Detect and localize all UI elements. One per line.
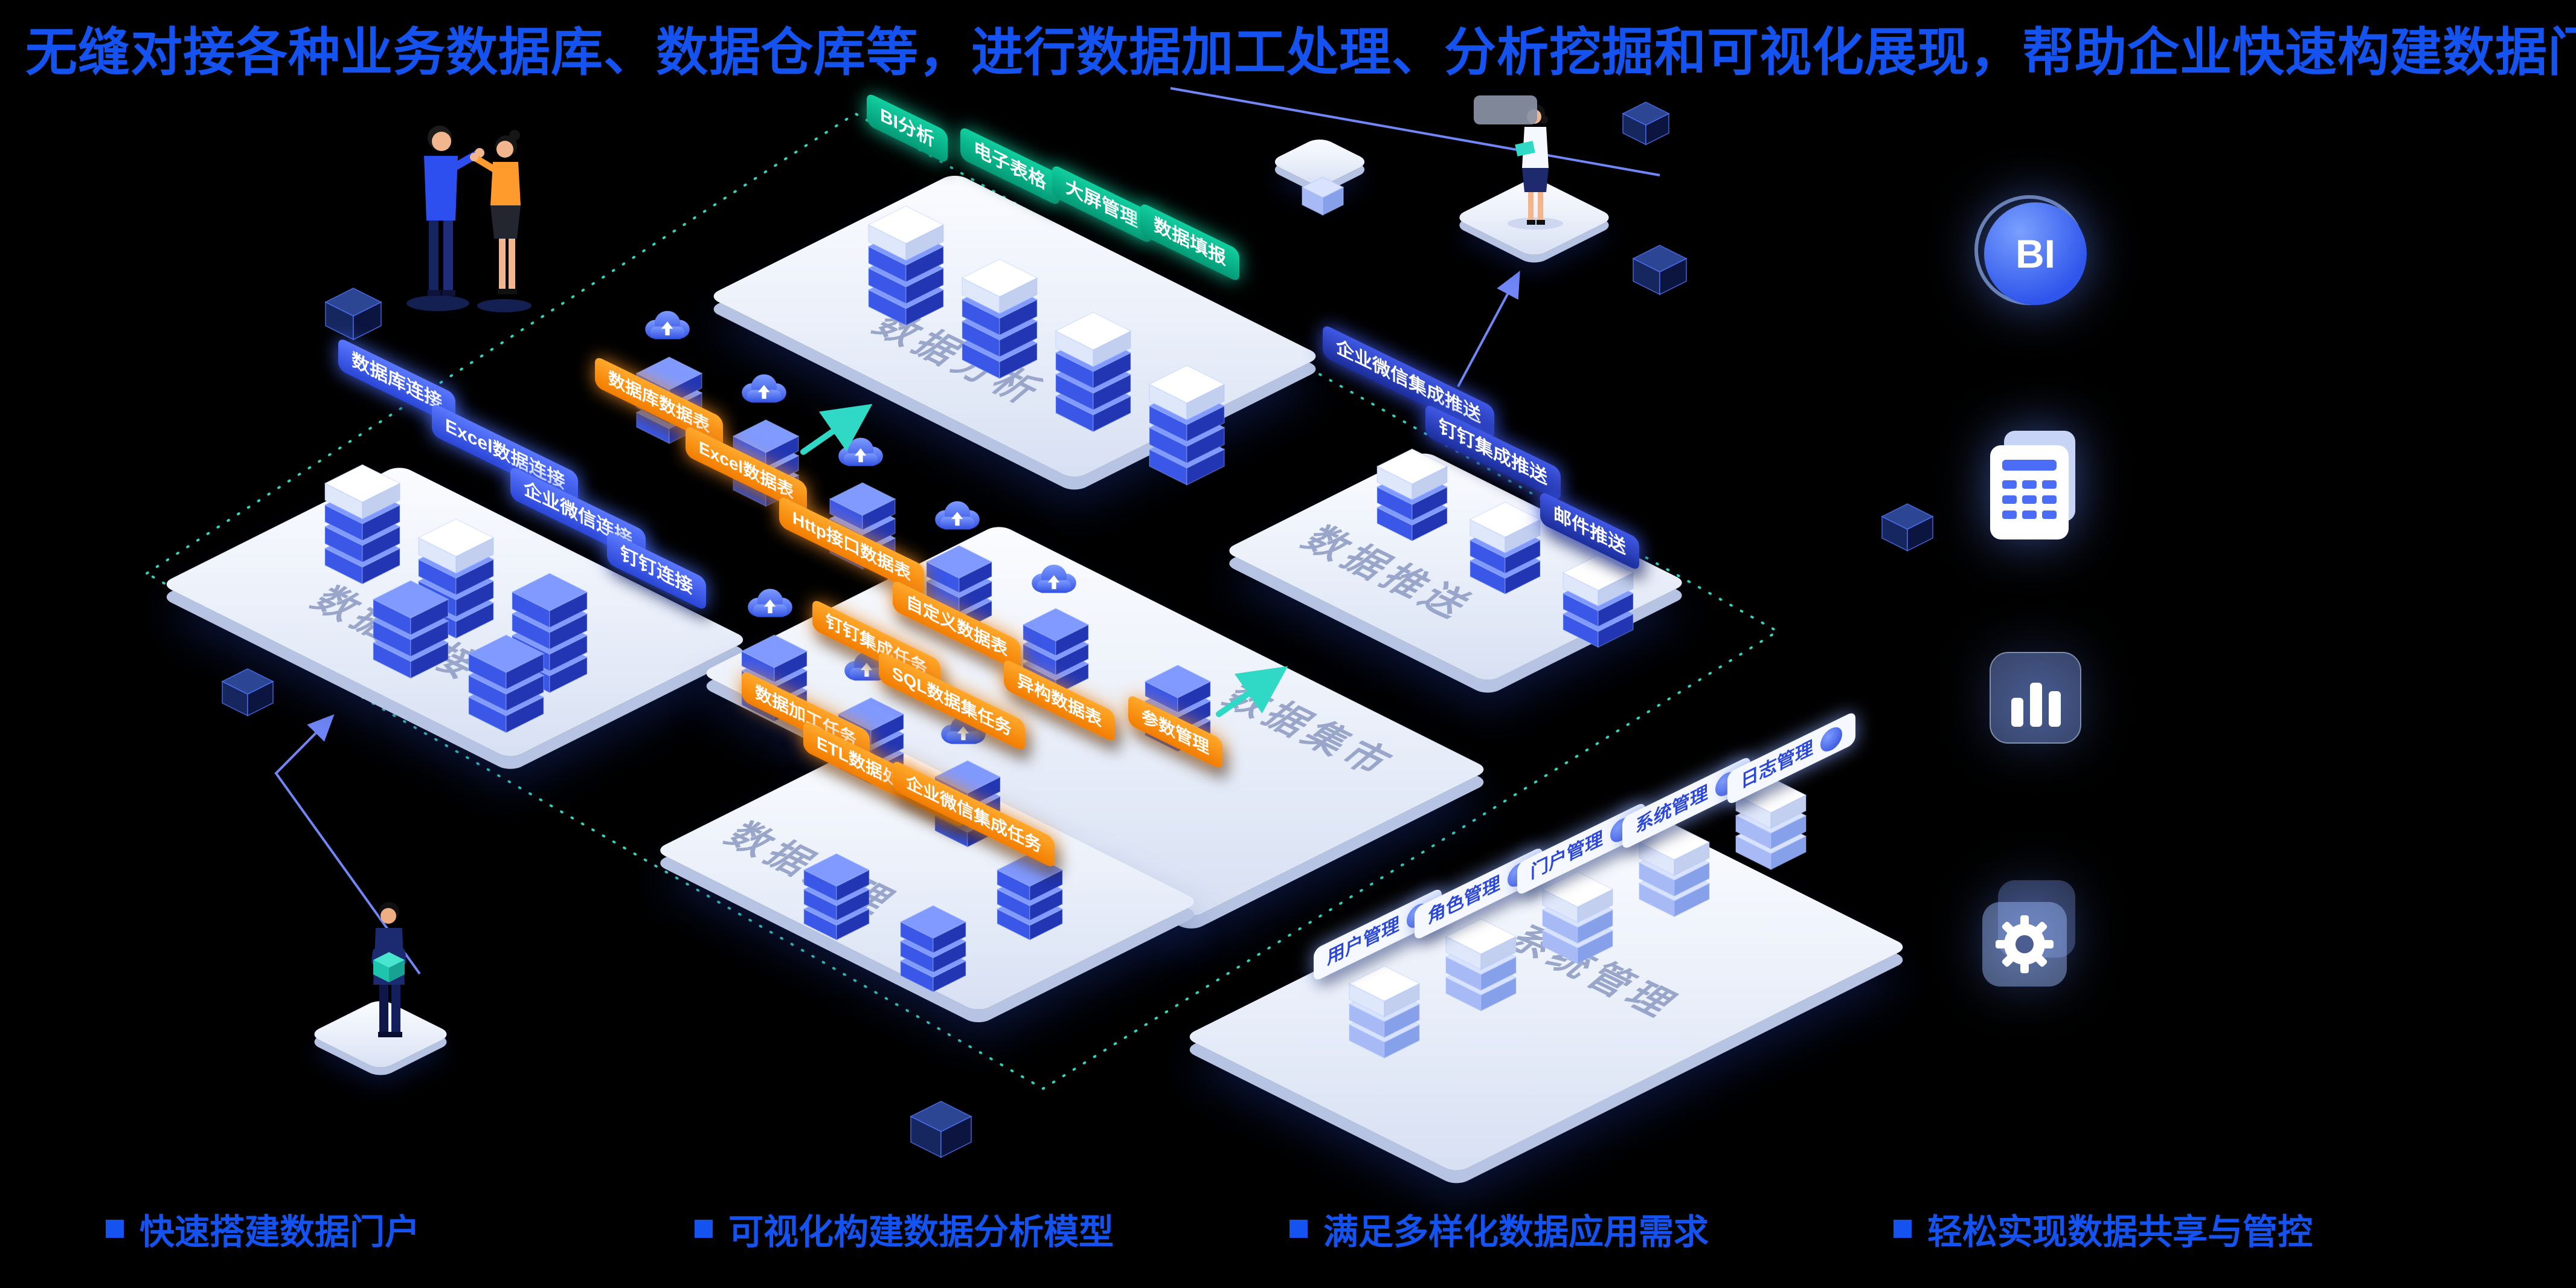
system-tag-label: 日志管理 (1741, 737, 1813, 793)
footer-bullet-label: 快速搭建数据门户 (140, 1212, 420, 1252)
people-pair-illustration (381, 109, 544, 317)
footer-bullet: 可视化构建数据分析模型 (695, 1203, 1114, 1254)
worker-illustration (337, 894, 440, 1048)
platform-push (1222, 450, 1689, 683)
bar-chart-icon (1978, 640, 2093, 758)
footer-bullet: 满足多样化数据应用需求 (1290, 1203, 1709, 1254)
bullet-square-icon (1893, 1220, 1912, 1238)
footer-bullet-label: 轻松实现数据共享与管控 (1927, 1212, 2313, 1252)
tag-dot-icon (1820, 723, 1842, 756)
footer-bullet: 快速搭建数据门户 (106, 1203, 420, 1254)
speech-bubble (1474, 95, 1537, 124)
footer-bullet: 轻松实现数据共享与管控 (1893, 1203, 2313, 1254)
arrow-line-right (1457, 270, 1520, 387)
spreadsheet-icon (1975, 426, 2090, 550)
bullet-square-icon (1290, 1220, 1308, 1238)
bullet-square-icon (695, 1220, 713, 1238)
push-tag: 企业微信集成推送 (1323, 323, 1494, 440)
floating-tile (1268, 136, 1371, 188)
mart-tag: Http接口数据表 (779, 495, 924, 597)
top-link-line (1170, 87, 1660, 176)
footer-bullet-label: 可视化构建数据分析模型 (728, 1212, 1114, 1252)
platform-connection (160, 465, 750, 759)
gear-icon (1969, 873, 2090, 997)
platform-analysis (707, 172, 1323, 480)
bi-icon-label: BI (2016, 231, 2055, 276)
bi-icon: BI (1974, 195, 2087, 305)
footer-bullet-label: 满足多样化数据应用需求 (1323, 1212, 1709, 1252)
analysis-tag: BI分析 (867, 92, 948, 164)
analysis-tag: 数据填报 (1140, 202, 1239, 283)
bullet-square-icon (106, 1220, 124, 1238)
headline: 无缝对接各种业务数据库、数据仓库等，进行数据加工处理、分析挖掘和可视化展现，帮助… (25, 24, 2576, 82)
